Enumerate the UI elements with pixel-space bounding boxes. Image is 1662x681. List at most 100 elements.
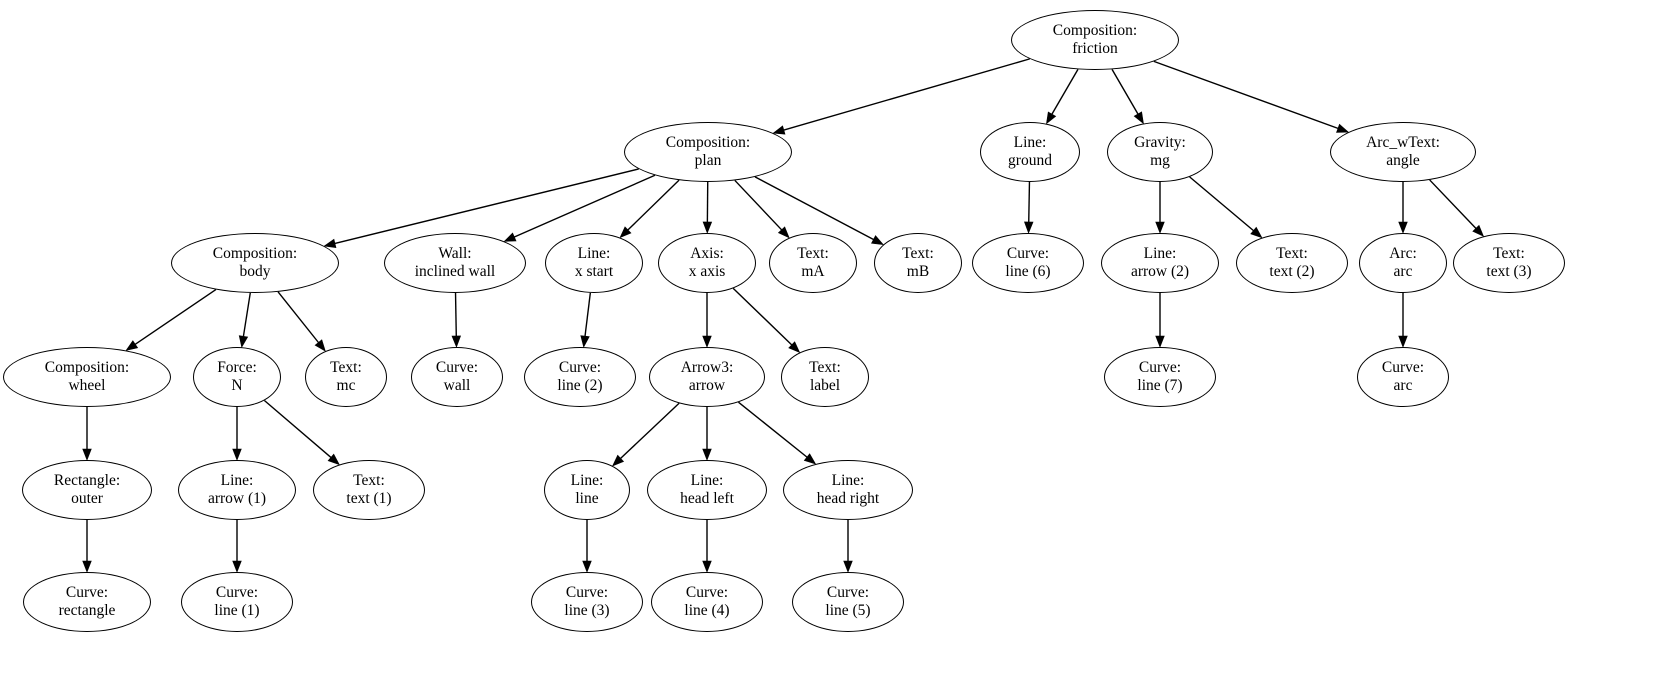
node-type-label: Composition: xyxy=(44,359,130,377)
graph-node-lineline[interactable]: Line:line xyxy=(544,460,630,520)
graph-node-xaxis[interactable]: Axis:x axis xyxy=(658,233,756,293)
graph-edge-angle-to-text3 xyxy=(1429,179,1485,237)
graph-edge-plan-to-xaxis xyxy=(702,181,713,234)
node-type-label: Composition: xyxy=(212,245,298,263)
graph-node-line3[interactable]: Curve:line (3) xyxy=(531,572,643,632)
node-type-label: Curve: xyxy=(1138,359,1182,377)
graph-edge-lineline-to-line3 xyxy=(582,520,592,573)
graph-node-line7[interactable]: Curve:line (7) xyxy=(1104,347,1216,407)
node-type-label: Curve: xyxy=(826,584,870,602)
node-type-label: Line: xyxy=(1013,134,1047,152)
graph-node-forceN[interactable]: Force:N xyxy=(193,347,281,407)
node-type-label: Curve: xyxy=(1381,359,1425,377)
graph-node-label[interactable]: Text:label xyxy=(781,347,869,407)
graph-node-curvewall[interactable]: Curve:wall xyxy=(411,347,503,407)
graph-node-text2[interactable]: Text:text (2) xyxy=(1236,233,1348,293)
graph-node-xstart[interactable]: Line:x start xyxy=(545,233,643,293)
node-name-label: rectangle xyxy=(58,602,116,619)
graph-node-line4[interactable]: Curve:line (4) xyxy=(651,572,763,632)
node-name-label: mB xyxy=(906,263,930,280)
node-name-label: wall xyxy=(443,377,471,394)
graph-node-line5[interactable]: Curve:line (5) xyxy=(792,572,904,632)
graph-node-line2[interactable]: Curve:line (2) xyxy=(524,347,636,407)
node-name-label: line (6) xyxy=(1005,263,1051,280)
graph-node-body[interactable]: Composition:body xyxy=(171,233,339,293)
node-name-label: text (2) xyxy=(1269,263,1315,280)
graph-edge-arrow1-to-line1 xyxy=(232,520,242,573)
graph-edge-arrow3-to-lineline xyxy=(611,402,680,467)
graph-node-text1[interactable]: Text:text (1) xyxy=(313,460,425,520)
node-type-label: Arc: xyxy=(1389,245,1417,263)
node-name-label: head right xyxy=(816,490,880,507)
graph-node-curvearc[interactable]: Curve:arc xyxy=(1357,347,1449,407)
node-name-label: N xyxy=(231,377,243,394)
node-type-label: Text: xyxy=(353,472,385,490)
node-name-label: angle xyxy=(1386,152,1420,169)
node-name-label: arc xyxy=(1393,263,1413,280)
node-type-label: Arrow3: xyxy=(680,359,734,377)
node-name-label: ground xyxy=(1008,152,1052,169)
graph-node-curverect[interactable]: Curve:rectangle xyxy=(23,572,151,632)
node-name-label: line (4) xyxy=(684,602,730,619)
node-name-label: x axis xyxy=(688,263,726,280)
graph-node-outer[interactable]: Rectangle:outer xyxy=(22,460,152,520)
graph-node-arrow2[interactable]: Line:arrow (2) xyxy=(1101,233,1219,293)
node-type-label: Composition: xyxy=(665,134,751,152)
node-type-label: Text: xyxy=(797,245,829,263)
graph-edge-friction-to-plan xyxy=(772,58,1030,135)
node-name-label: plan xyxy=(694,152,722,169)
node-type-label: Line: xyxy=(577,245,611,263)
graph-node-friction[interactable]: Composition:friction xyxy=(1011,10,1179,70)
graph-node-headright[interactable]: Line:head right xyxy=(783,460,913,520)
node-type-label: Line: xyxy=(220,472,254,490)
graph-node-mA[interactable]: Text:mA xyxy=(769,233,857,293)
graph-node-ground[interactable]: Line:ground xyxy=(980,122,1080,182)
graph-edge-friction-to-angle xyxy=(1153,60,1350,133)
node-type-label: Text: xyxy=(902,245,934,263)
node-name-label: text (1) xyxy=(346,490,392,507)
graph-node-angle[interactable]: Arc_wText:angle xyxy=(1330,122,1476,182)
graph-node-arc[interactable]: Arc:arc xyxy=(1359,233,1447,293)
graph-edge-ground-to-line6 xyxy=(1024,181,1034,234)
node-type-label: Gravity: xyxy=(1134,134,1186,152)
graph-node-wheel[interactable]: Composition:wheel xyxy=(3,347,171,407)
graph-edge-plan-to-mA xyxy=(734,179,790,239)
graph-edge-forceN-to-arrow1 xyxy=(232,407,242,461)
node-name-label: head left xyxy=(680,490,734,507)
node-name-label: line xyxy=(575,490,599,507)
node-name-label: mc xyxy=(336,377,356,394)
node-type-label: Composition: xyxy=(1052,22,1138,40)
node-name-label: arrow xyxy=(688,377,726,394)
graph-node-arrow1[interactable]: Line:arrow (1) xyxy=(178,460,296,520)
graph-edge-inclinedwall-to-curvewall xyxy=(451,292,462,348)
node-name-label: friction xyxy=(1072,40,1118,57)
node-name-label: arc xyxy=(1393,377,1413,394)
graph-node-plan[interactable]: Composition:plan xyxy=(624,122,792,182)
graph-node-text3[interactable]: Text:text (3) xyxy=(1453,233,1565,293)
node-type-label: Text: xyxy=(1493,245,1525,263)
graph-node-headleft[interactable]: Line:head left xyxy=(647,460,767,520)
node-name-label: wheel xyxy=(68,377,106,394)
node-name-label: line (5) xyxy=(825,602,871,619)
node-name-label: line (3) xyxy=(564,602,610,619)
graph-edge-xaxis-to-label xyxy=(732,287,801,354)
graph-node-inclinedwall[interactable]: Wall:inclined wall xyxy=(384,233,526,293)
graph-node-arrow3[interactable]: Arrow3:arrow xyxy=(649,347,765,407)
graph-edge-xaxis-to-arrow3 xyxy=(702,293,712,348)
graph-edge-body-to-wheel xyxy=(125,288,217,351)
node-type-label: Line: xyxy=(690,472,724,490)
node-type-label: Rectangle: xyxy=(53,472,121,490)
graph-node-line6[interactable]: Curve:line (6) xyxy=(972,233,1084,293)
graph-edge-forceN-to-text1 xyxy=(263,399,340,466)
node-type-label: Line: xyxy=(1143,245,1177,263)
graph-node-gravity[interactable]: Gravity:mg xyxy=(1107,122,1213,182)
node-name-label: arrow (1) xyxy=(207,490,267,507)
graph-node-mB[interactable]: Text:mB xyxy=(874,233,962,293)
graph-node-line1[interactable]: Curve:line (1) xyxy=(181,572,293,632)
node-type-label: Arc_wText: xyxy=(1366,134,1440,152)
node-type-label: Text: xyxy=(809,359,841,377)
node-name-label: line (7) xyxy=(1137,377,1183,394)
graph-node-mc[interactable]: Text:mc xyxy=(305,347,387,407)
node-type-label: Curve: xyxy=(558,359,602,377)
